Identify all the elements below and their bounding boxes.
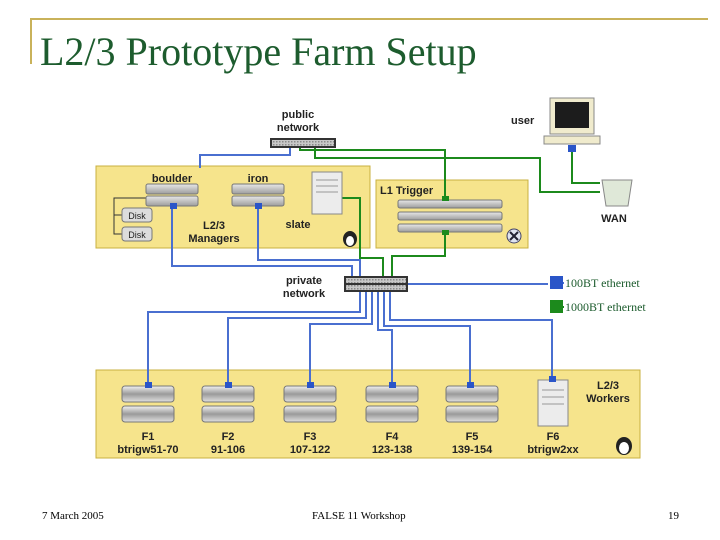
node-f4-id: F4 (386, 431, 400, 443)
disk-1 (121, 207, 153, 223)
node-f3-range: 107-122 (290, 444, 330, 456)
boulder-label: boulder (152, 173, 193, 185)
worker-f1 (121, 382, 175, 423)
node-f1-range: btrigw51-70 (117, 444, 178, 456)
private-network-label-2: network (283, 288, 326, 300)
footer-date: 7 March 2005 (42, 510, 104, 522)
legend-100bt-swatch (550, 276, 563, 289)
public-network-label-1: public (282, 109, 314, 121)
private-network-switch (344, 276, 408, 292)
legend-1000bt-label: 1000BT ethernet (565, 300, 646, 314)
slide-frame-top (30, 18, 708, 20)
private-network-label-1: private (286, 275, 322, 287)
managers-label-1: L2/3 (203, 220, 225, 232)
node-f3-id: F3 (304, 431, 317, 443)
disk-1-label: Disk (128, 211, 146, 221)
worker-f2 (201, 382, 255, 423)
node-f6-range: btrigw2xx (527, 444, 579, 456)
wan-shape (601, 179, 633, 207)
l1-trigger-rack (397, 196, 503, 235)
user-workstation (543, 97, 601, 152)
workers-label-2: Workers (586, 393, 630, 405)
iron-server (231, 183, 285, 209)
legend-100bt-label: 100BT ethernet (565, 276, 640, 290)
slide-frame-left (30, 18, 32, 64)
workers-label-1: L2/3 (597, 380, 619, 392)
node-f1-id: F1 (142, 431, 155, 443)
node-f4-range: 123-138 (372, 444, 412, 456)
node-f5-range: 139-154 (452, 444, 493, 456)
legend-1000bt-swatch (550, 300, 563, 313)
l1-trigger-x-icon (506, 228, 522, 244)
iron-label: iron (248, 173, 269, 185)
fast-ethernet-links (147, 142, 564, 384)
slide-title: L2/3 Prototype Farm Setup (40, 29, 477, 74)
managers-label-2: Managers (188, 233, 239, 245)
node-f5-id: F5 (466, 431, 479, 443)
user-label: user (511, 115, 535, 127)
node-f6-id: F6 (547, 431, 560, 443)
worker-f3 (283, 382, 337, 423)
l1-trigger-label: L1 Trigger (380, 185, 434, 197)
node-f2-id: F2 (222, 431, 235, 443)
disk-2-label: Disk (128, 230, 146, 240)
boulder-server (145, 183, 199, 209)
slate-label: slate (285, 219, 310, 231)
footer-event: FALSE 11 Workshop (312, 510, 406, 522)
page-number: 19 (668, 510, 679, 522)
node-f2-range: 91-106 (211, 444, 245, 456)
worker-f4 (365, 382, 419, 423)
public-network-label-2: network (277, 122, 320, 134)
worker-f6 (537, 376, 569, 427)
wan-label: WAN (601, 213, 627, 225)
workers-linux-icon (616, 437, 632, 455)
worker-f5 (445, 382, 499, 423)
disk-2 (121, 226, 153, 242)
public-network-switch (270, 138, 336, 148)
managers-linux-icon (343, 231, 357, 247)
slate-server (311, 171, 343, 215)
